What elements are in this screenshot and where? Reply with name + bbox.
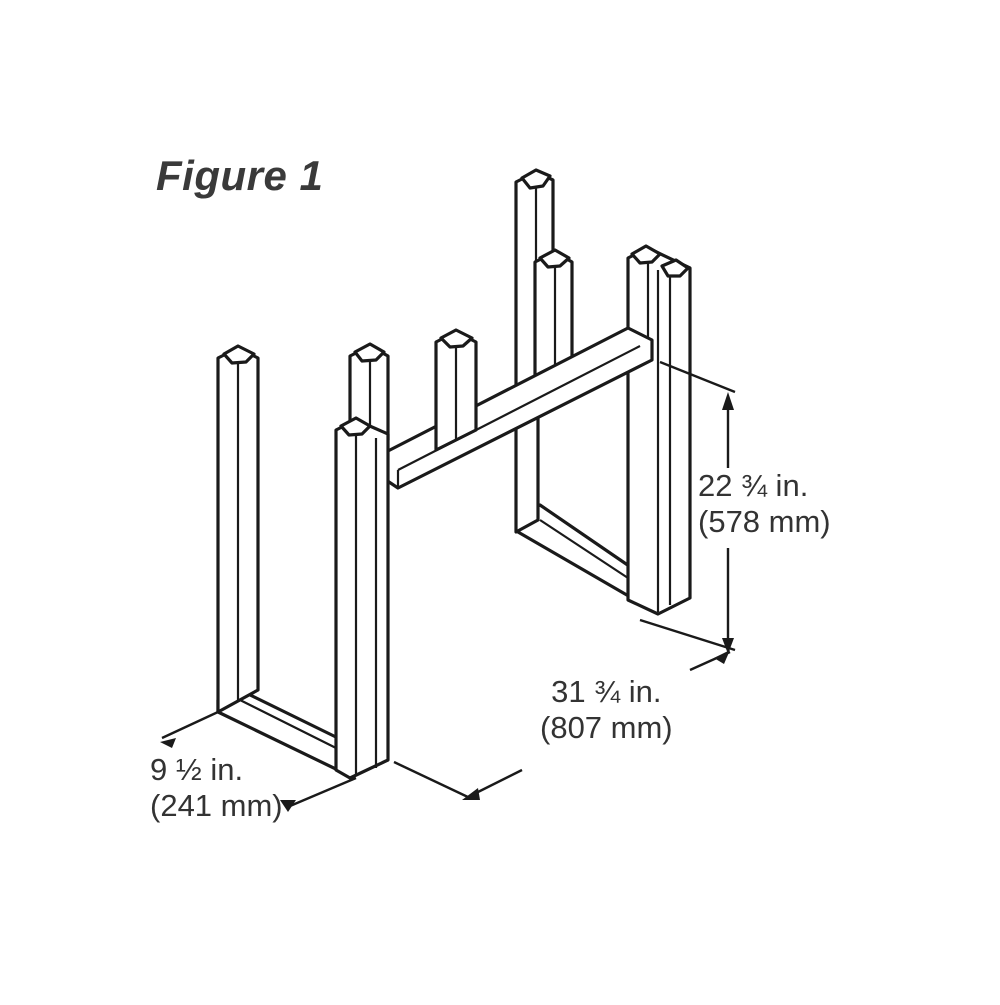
height-imperial: 22 ¾ in.	[698, 468, 809, 503]
depth-dimension-line	[160, 710, 357, 812]
back-right-tall-stud-cap	[520, 168, 552, 190]
front-left-front-stud-cap	[339, 416, 372, 437]
center-stud	[434, 328, 478, 452]
width-dimension-label: 31 ¾ in. (807 mm)	[540, 674, 673, 746]
height-dimension-label: 22 ¾ in. (578 mm)	[698, 468, 831, 540]
back-right-outer-stud-cap-2	[660, 258, 690, 278]
back-right-outer-stud-cap	[630, 244, 662, 265]
depth-arrow-right	[280, 800, 296, 812]
depth-arrow-left	[160, 738, 176, 748]
back-right-inner-stud-cap	[538, 248, 571, 269]
height-metric: (578 mm)	[698, 504, 831, 539]
front-left-rear-stud-cap	[353, 342, 386, 363]
width-dimension-line	[393, 650, 731, 800]
front-left-tall-stud-cap	[222, 344, 256, 365]
depth-metric: (241 mm)	[150, 788, 283, 823]
width-imperial: 31 ¾ in.	[551, 674, 662, 709]
width-arrow-right	[714, 650, 730, 664]
depth-dimension-label: 9 ½ in. (241 mm)	[150, 752, 283, 824]
center-stud-cap	[439, 328, 474, 349]
front-left-u-frame	[216, 342, 390, 780]
height-arrow-bottom	[722, 638, 734, 654]
width-metric: (807 mm)	[540, 710, 673, 745]
height-dimension-line	[639, 360, 736, 654]
front-left-front-stud	[334, 418, 390, 780]
figure-title: Figure 1	[156, 152, 324, 199]
width-arrow-left	[462, 788, 480, 800]
depth-imperial: 9 ½ in.	[150, 752, 244, 787]
height-arrow-top	[722, 392, 734, 410]
